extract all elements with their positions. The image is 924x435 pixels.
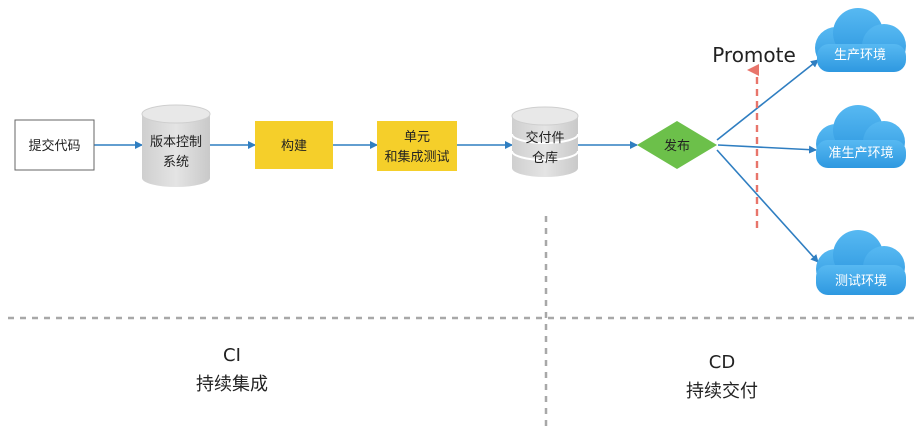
repo-cylinder: 交付件 仓库 (511, 106, 579, 177)
flow-arrows (94, 59, 819, 263)
repo-label-line2: 仓库 (532, 150, 558, 166)
testenv-cloud: 测试环境 (816, 230, 906, 295)
promote-label: Promote (712, 43, 796, 67)
vcs-label-line2: 系统 (163, 155, 189, 170)
prod-cloud: 生产环境 (815, 8, 906, 72)
ci-label-line1: CI (223, 345, 241, 366)
build-label: 构建 (281, 139, 307, 154)
release-label: 发布 (664, 138, 690, 154)
ci-label-line2: 持续集成 (196, 374, 268, 395)
commit-label: 提交代码 (28, 138, 80, 154)
staging-cloud: 准生产环境 (816, 105, 906, 168)
cd-label-line1: CD (709, 352, 735, 373)
arrow-release-to-staging (717, 144, 817, 154)
arrow-release-to-prod (716, 59, 819, 141)
vcs-label-line1: 版本控制 (150, 135, 202, 150)
repo-label-line1: 交付件 (525, 130, 564, 146)
test-label-line1: 单元 (404, 130, 430, 145)
testenv-label: 测试环境 (835, 274, 887, 289)
build-node: 构建 (255, 121, 333, 169)
test-label-line2: 和集成测试 (384, 149, 449, 165)
release-node: 发布 (637, 121, 717, 169)
cd-label-line2: 持续交付 (686, 381, 758, 402)
vcs-cylinder: 版本控制 系统 (141, 104, 211, 187)
arrow-release-to-test (716, 149, 819, 263)
staging-label: 准生产环境 (828, 146, 893, 161)
prod-label: 生产环境 (834, 48, 886, 63)
test-node: 单元 和集成测试 (377, 121, 457, 171)
commit-node: 提交代码 (14, 119, 95, 171)
